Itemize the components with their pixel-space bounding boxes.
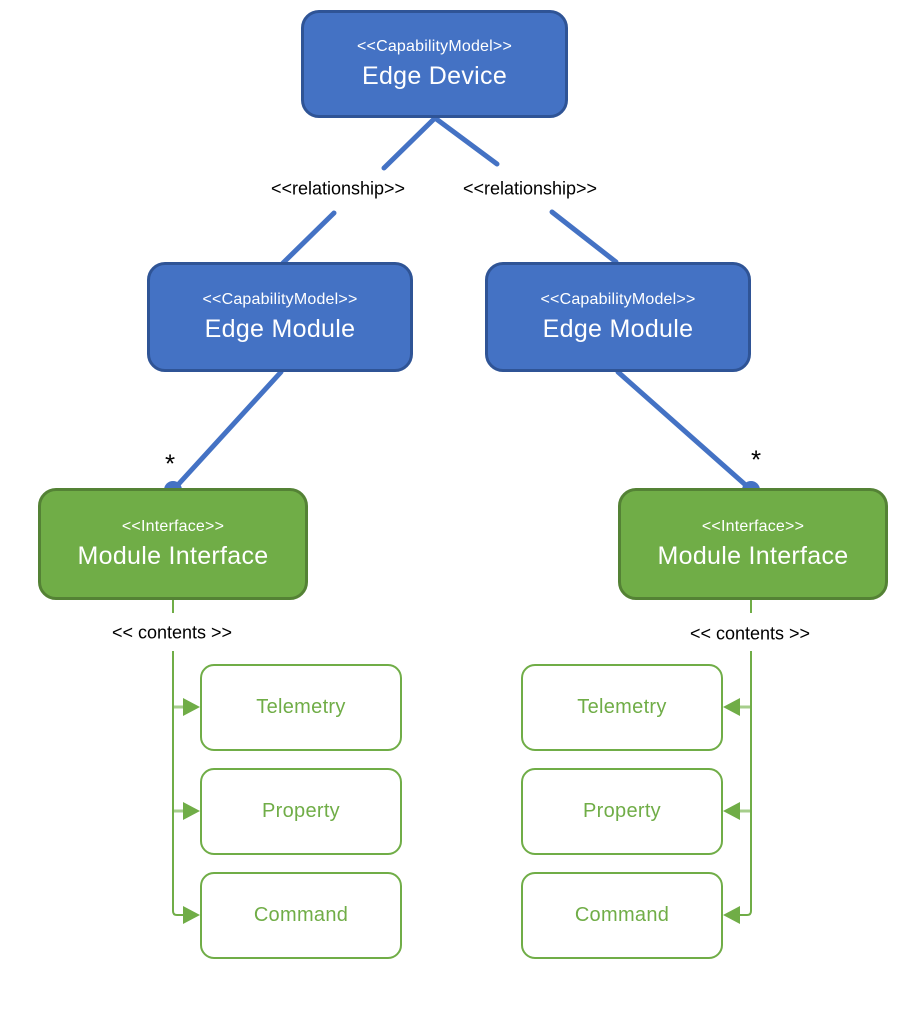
interface-edge-left	[164, 369, 284, 499]
node-command-left: Command	[200, 872, 402, 959]
relationship-label-left: <<relationship>>	[270, 178, 406, 199]
relationship-edge-left	[280, 115, 438, 266]
property-right-label: Property	[583, 800, 661, 822]
property-left-label: Property	[262, 800, 340, 822]
edge-module-right-name: Edge Module	[542, 314, 694, 343]
relationship-label-right: <<relationship>>	[462, 178, 598, 199]
arrowhead-property-right	[723, 802, 740, 820]
arrowhead-command-left	[183, 906, 200, 924]
contents-label-left: << contents >>	[111, 622, 233, 643]
module-interface-left-stereotype: <<Interface>>	[121, 517, 225, 535]
node-property-right: Property	[521, 768, 723, 855]
node-telemetry-right: Telemetry	[521, 664, 723, 751]
module-interface-left-name: Module Interface	[77, 541, 269, 570]
node-module-interface-right: <<Interface>> Module Interface	[618, 488, 888, 600]
node-edge-device: <<CapabilityModel>> Edge Device	[301, 10, 568, 118]
relationship-edge-right	[432, 115, 619, 265]
arrowhead-command-right	[723, 906, 740, 924]
module-interface-right-stereotype: <<Interface>>	[701, 517, 805, 535]
node-edge-module-right: <<CapabilityModel>> Edge Module	[485, 262, 751, 372]
command-right-label: Command	[574, 904, 670, 926]
edge-module-right-stereotype: <<CapabilityModel>>	[540, 290, 696, 308]
edge-module-left-stereotype: <<CapabilityModel>>	[202, 290, 358, 308]
node-command-right: Command	[521, 872, 723, 959]
telemetry-left-label: Telemetry	[256, 696, 346, 718]
arrowhead-property-left	[183, 802, 200, 820]
telemetry-right-label: Telemetry	[577, 696, 667, 718]
multiplicity-star-left: *	[164, 448, 176, 479]
edge-module-left-name: Edge Module	[204, 314, 356, 343]
arrowhead-telemetry-right	[723, 698, 740, 716]
node-telemetry-left: Telemetry	[200, 664, 402, 751]
node-edge-module-left: <<CapabilityModel>> Edge Module	[147, 262, 413, 372]
arrowhead-telemetry-left	[183, 698, 200, 716]
multiplicity-star-right: *	[750, 444, 762, 475]
node-module-interface-left: <<Interface>> Module Interface	[38, 488, 308, 600]
command-left-label: Command	[253, 904, 349, 926]
interface-edge-right	[615, 369, 760, 499]
contents-label-right: << contents >>	[689, 623, 811, 644]
edge-device-stereotype: <<CapabilityModel>>	[356, 37, 512, 55]
edge-device-name: Edge Device	[361, 61, 508, 90]
contents-tree-right	[723, 600, 752, 924]
module-interface-right-name: Module Interface	[657, 541, 849, 570]
node-property-left: Property	[200, 768, 402, 855]
contents-tree-left	[172, 600, 200, 924]
